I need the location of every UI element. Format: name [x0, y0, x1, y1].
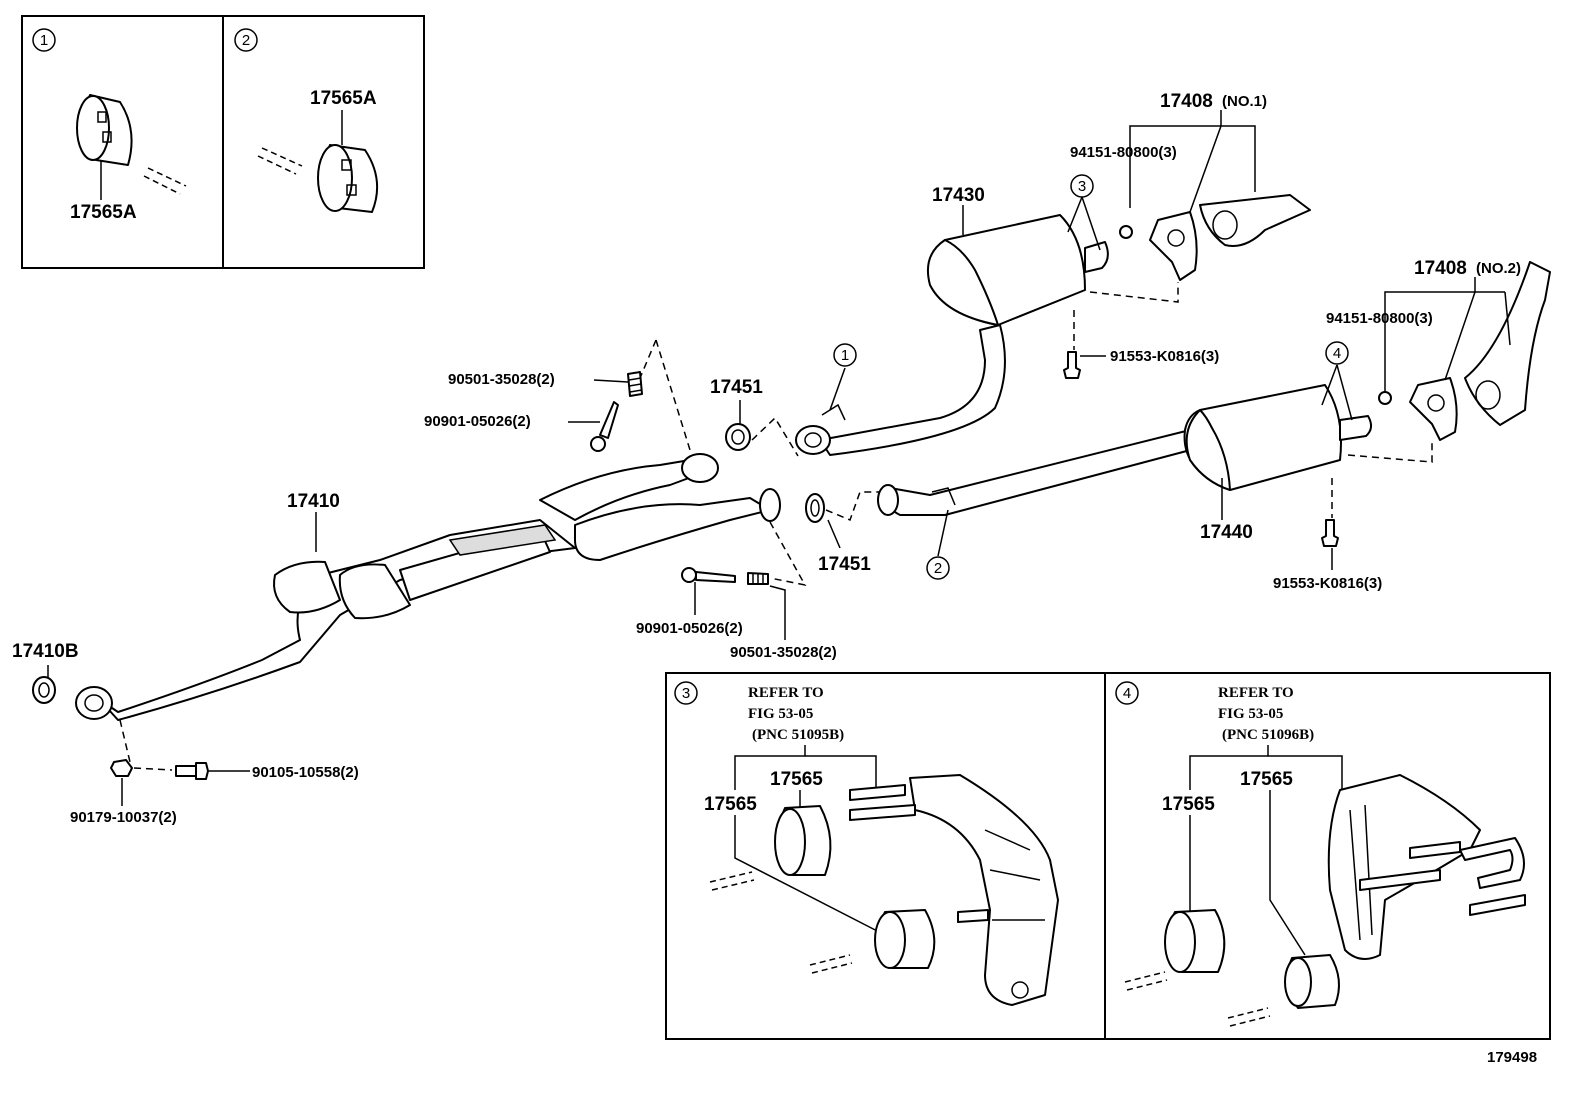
part-label-94151: 94151-80800(3) [1070, 144, 1177, 161]
tail-pipe-flange-2 [877, 484, 899, 516]
inset-panel-2: 2 17565A [234, 28, 379, 213]
alignment-lines [119, 282, 1433, 771]
hanger-rubber-icon [874, 909, 936, 969]
callout-number-1: 1 [841, 347, 849, 364]
hanger-rod-icon [1124, 971, 1271, 1027]
detail-panel-4: 4 REFER TO FIG 53-05 (PNC 51096B) 17565 … [1115, 681, 1526, 1027]
figure-number: 179498 [1487, 1049, 1537, 1066]
part-label-17440: 17440 [1200, 522, 1253, 543]
tail-pipe-upper [795, 324, 1006, 456]
panel-2-circle [234, 28, 258, 52]
bolt-91553-a [1063, 351, 1081, 379]
bolt-91553-b [1321, 519, 1339, 547]
part-label-17565a: 17565A [310, 88, 377, 109]
callout-circle-1 [833, 343, 857, 367]
panel-2-number: 2 [242, 32, 250, 49]
callout-circle-3 [1070, 174, 1094, 198]
part-label-17410: 17410 [287, 491, 340, 512]
exhaust-bracket-icon [1327, 774, 1526, 960]
hanger-rod-icon [709, 871, 853, 974]
tail-pipe-flange-1 [795, 425, 831, 455]
part-label-90105: 90105-10558(2) [252, 764, 359, 781]
callout-number-4: 4 [1333, 345, 1341, 362]
center-pipe-flange-lower [759, 488, 781, 522]
part-label-17408-suffix: (NO.1) [1222, 93, 1267, 110]
exhaust-bracket-icon [849, 774, 1059, 1006]
gasket-17451-lower [805, 493, 825, 523]
part-label-90501: 90501-35028(2) [448, 371, 555, 388]
part-label-91553: 91553-K0816(3) [1273, 575, 1382, 592]
part-label-90501: 90501-35028(2) [730, 644, 837, 661]
refer-note-line-2: FIG 53-05 [1218, 706, 1283, 722]
part-label-90901: 90901-05026(2) [424, 413, 531, 430]
hanger-rod-icon [257, 147, 303, 175]
gasket-17410b [32, 676, 56, 704]
hanger-rubber-icon [1284, 954, 1340, 1009]
inset-panels: 1 17565A 2 17565A [21, 15, 425, 269]
part-label-17408: 17408 [1160, 91, 1213, 112]
callout-number-2: 2 [934, 560, 942, 577]
muffler-17430 [926, 214, 1109, 326]
spring-90501-a [627, 371, 643, 397]
panel-3-number: 3 [682, 685, 690, 702]
part-label-90901: 90901-05026(2) [636, 620, 743, 637]
inset-panel-1: 1 17565A [32, 28, 187, 223]
part-label-17565: 17565 [1162, 794, 1215, 815]
center-pipe-flange-upper [681, 453, 719, 483]
part-label-91553: 91553-K0816(3) [1110, 348, 1219, 365]
refer-note-line-1: REFER TO [1218, 685, 1294, 701]
center-pipe [539, 453, 781, 561]
part-label-17451: 17451 [710, 377, 763, 398]
bracket-17408-no1 [1119, 194, 1311, 281]
callout-labels: 17408 (NO.1) 94151-80800(3) 17430 3 1740… [12, 91, 1521, 826]
callout-circle-2 [926, 556, 950, 580]
panel-3-circle [674, 681, 698, 705]
panel-1-number: 1 [40, 32, 48, 49]
part-label-17408: 17408 [1414, 258, 1467, 279]
nut-94151-a [1119, 225, 1133, 239]
bracket-17408-no2 [1378, 261, 1551, 441]
callout-number-3: 3 [1078, 178, 1086, 195]
tail-pipe-lower [877, 429, 1199, 516]
hanger-rubber-icon [76, 94, 133, 166]
gasket-17451-upper [725, 423, 751, 451]
spring-90501-b [747, 572, 769, 585]
nut-94151-b [1378, 391, 1392, 405]
hanger-rod-icon [143, 167, 187, 195]
panel-4-number: 4 [1123, 685, 1131, 702]
hanger-rubber-icon [774, 805, 832, 876]
bolt-90901-a [590, 401, 619, 452]
part-label-17408-suffix: (NO.2) [1476, 260, 1521, 277]
part-label-17565: 17565 [1240, 769, 1293, 790]
exhaust-assembly [32, 194, 1551, 780]
refer-note-line-3: (PNC 51096B) [1222, 727, 1314, 743]
part-label-17410b: 17410B [12, 641, 79, 662]
part-label-90179: 90179-10037(2) [70, 809, 177, 826]
hanger-rubber-icon [317, 144, 379, 213]
refer-note-line-2: FIG 53-05 [748, 706, 813, 722]
part-label-94151: 94151-80800(3) [1326, 310, 1433, 327]
hanger-rubber-icon [1164, 909, 1226, 973]
part-label-17451: 17451 [818, 554, 871, 575]
muffler-17440 [1183, 384, 1372, 491]
nut-90179 [110, 759, 133, 777]
bolt-90105 [175, 762, 209, 780]
front-flange [75, 686, 113, 720]
bolt-90901-b [681, 567, 736, 583]
panel-4-circle [1115, 681, 1139, 705]
front-exhaust-pipe [75, 519, 576, 721]
detail-panels: 3 REFER TO FIG 53-05 (PNC 51095B) 17565 … [665, 672, 1551, 1040]
detail-panel-3: 3 REFER TO FIG 53-05 (PNC 51095B) 17565 … [674, 681, 1059, 1006]
refer-note-line-1: REFER TO [748, 685, 824, 701]
callout-leaders [47, 110, 1511, 806]
part-label-17430: 17430 [932, 185, 985, 206]
part-label-17565: 17565 [704, 794, 757, 815]
part-label-17565: 17565 [770, 769, 823, 790]
callout-circle-4 [1325, 341, 1349, 365]
part-label-17565a: 17565A [70, 202, 137, 223]
panel-1-circle [32, 28, 56, 52]
refer-note-line-3: (PNC 51095B) [752, 727, 844, 743]
detail-frame [665, 672, 1551, 1040]
